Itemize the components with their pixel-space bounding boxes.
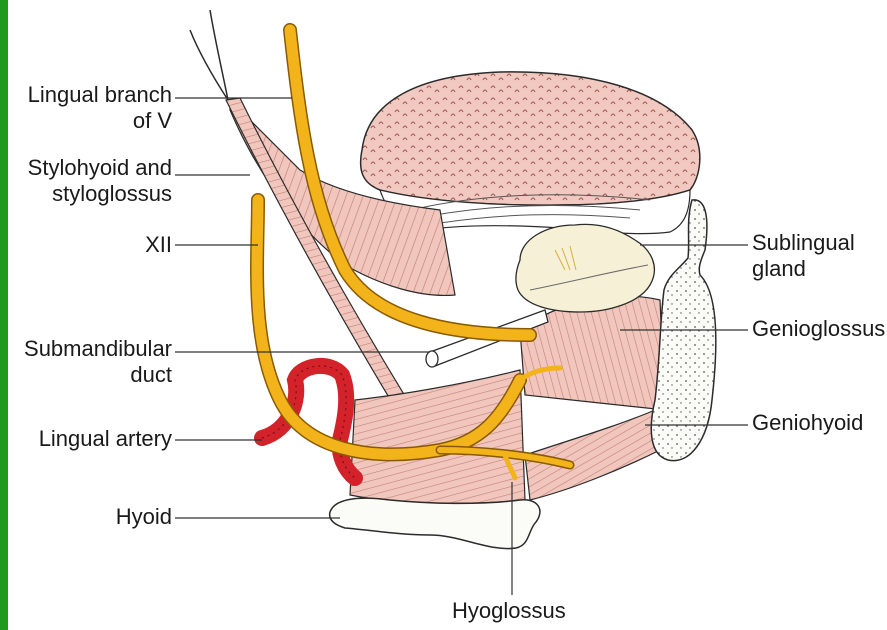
label-genioglossus: Genioglossus	[752, 316, 885, 342]
label-lingual-branch-line2: of V	[20, 108, 172, 134]
label-lingual-branch-line1: Lingual branch	[20, 82, 172, 108]
label-sublingual-line1: Sublingual	[752, 230, 855, 256]
hyoglossus-muscle	[350, 370, 525, 503]
hyoid-bone	[330, 498, 540, 548]
label-submandibular-line1: Submandibular	[10, 336, 172, 362]
label-lingual-branch-of-v: Lingual branch of V	[20, 82, 172, 134]
styloid-process	[190, 10, 228, 100]
label-sublingual-line2: gland	[752, 256, 855, 282]
label-stylohyoid-line1: Stylohyoid and	[20, 155, 172, 181]
sublingual-gland	[516, 224, 655, 312]
label-hyoglossus: Hyoglossus	[452, 598, 566, 624]
label-stylohyoid-line2: styloglossus	[20, 181, 172, 207]
label-submandibular-line2: duct	[10, 362, 172, 388]
label-stylohyoid-and-styloglossus: Stylohyoid and styloglossus	[20, 155, 172, 207]
label-hyoid: Hyoid	[20, 504, 172, 530]
label-submandibular-duct: Submandibular duct	[10, 336, 172, 388]
label-lingual-artery: Lingual artery	[10, 426, 172, 452]
geniohyoid-muscle	[525, 410, 660, 500]
label-xii: XII	[20, 232, 172, 258]
label-sublingual-gland: Sublingual gland	[752, 230, 855, 282]
label-geniohyoid: Geniohyoid	[752, 410, 863, 436]
